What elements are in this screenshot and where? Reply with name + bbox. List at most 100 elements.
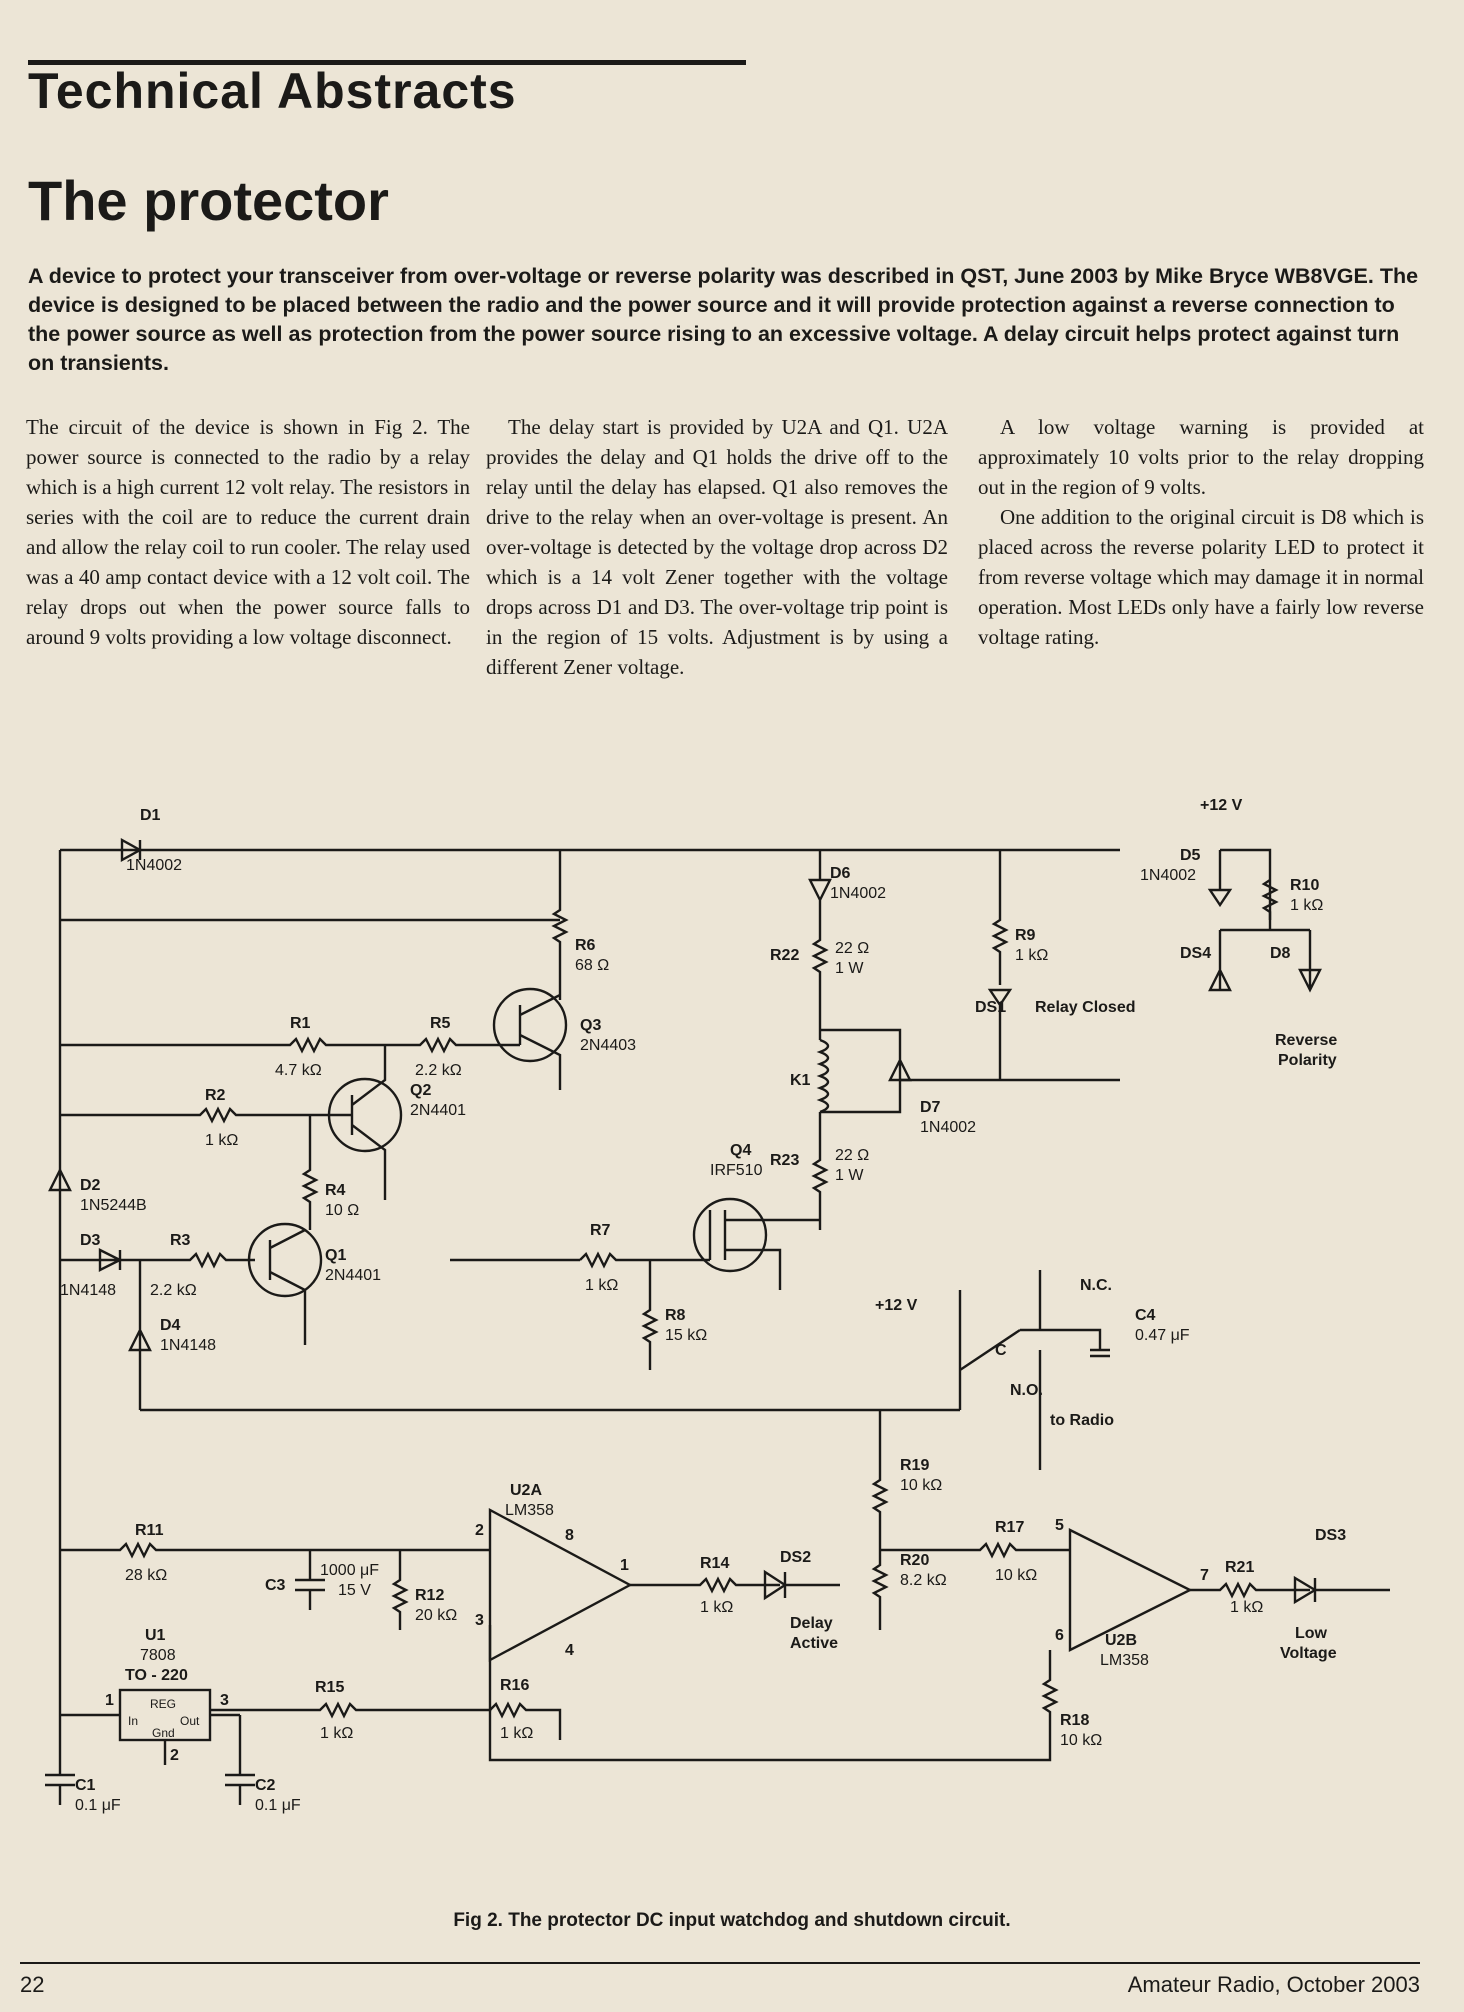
label-ds2: DS2 xyxy=(780,1549,811,1566)
label-voltage: Voltage xyxy=(1280,1645,1337,1662)
label-pin1: 1 xyxy=(620,1557,629,1574)
label-r12-value: 20 kΩ xyxy=(415,1607,457,1624)
label-ds1-text: Relay Closed xyxy=(1035,999,1135,1016)
label-reg-pin3: 3 xyxy=(220,1692,229,1709)
label-r3-value: 2.2 kΩ xyxy=(150,1282,197,1299)
label-reg-out: Out xyxy=(180,1714,200,1728)
label-r19-value: 10 kΩ xyxy=(900,1477,942,1494)
section-heading: Technical Abstracts xyxy=(28,63,517,119)
footer-rule xyxy=(20,1962,1420,1964)
article-title: The protector xyxy=(28,169,389,232)
label-d3-value: 1N4148 xyxy=(60,1282,116,1299)
label-r10-value: 1 kΩ xyxy=(1290,897,1323,914)
label-q3: Q3 xyxy=(580,1017,601,1034)
label-nc: N.C. xyxy=(1080,1277,1112,1294)
label-r2: R2 xyxy=(205,1087,226,1104)
label-c2-value: 0.1 μF xyxy=(255,1797,301,1814)
label-c3-value: 1000 μF xyxy=(320,1562,379,1579)
label-reg-pin1: 1 xyxy=(105,1692,114,1709)
label-r22: R22 xyxy=(770,947,799,964)
label-r4-value: 10 Ω xyxy=(325,1202,359,1219)
label-r8-value: 15 kΩ xyxy=(665,1327,707,1344)
column-1-text: The circuit of the device is shown in Fi… xyxy=(26,415,470,649)
label-r9: R9 xyxy=(1015,927,1036,944)
label-r4: R4 xyxy=(325,1182,346,1199)
label-d5: D5 xyxy=(1180,847,1201,864)
label-r10: R10 xyxy=(1290,877,1319,894)
label-d7-value: 1N4002 xyxy=(920,1119,976,1136)
label-ds1: DS1 xyxy=(975,999,1006,1016)
label-r14: R14 xyxy=(700,1555,729,1572)
label-r5: R5 xyxy=(430,1015,451,1032)
label-pin4: 4 xyxy=(565,1642,574,1659)
label-c4: C4 xyxy=(1135,1307,1156,1324)
label-r22-value: 22 Ω xyxy=(835,940,869,957)
header-rule xyxy=(28,60,746,65)
label-d5-value: 1N4002 xyxy=(1140,867,1196,884)
label-c2: C2 xyxy=(255,1777,276,1794)
label-ds4: DS4 xyxy=(1180,945,1211,962)
label-d7: D7 xyxy=(920,1099,941,1116)
label-d6-value: 1N4002 xyxy=(830,885,886,902)
publication-footer: Amateur Radio, October 2003 xyxy=(1127,1972,1420,1997)
label-c1: C1 xyxy=(75,1777,96,1794)
label-r17: R17 xyxy=(995,1519,1024,1536)
label-r20: R20 xyxy=(900,1552,929,1569)
page-number: 22 xyxy=(20,1972,45,1997)
label-common: C xyxy=(995,1342,1007,1359)
label-r15-value: 1 kΩ xyxy=(320,1725,353,1742)
label-r7-value: 1 kΩ xyxy=(585,1277,618,1294)
schematic-wires xyxy=(45,837,1390,1805)
label-d2: D2 xyxy=(80,1177,101,1194)
label-r2-value: 1 kΩ xyxy=(205,1132,238,1149)
label-r22-watt: 1 W xyxy=(835,960,864,977)
label-c3: C3 xyxy=(265,1577,286,1594)
label-q4: Q4 xyxy=(730,1142,751,1159)
label-r23-watt: 1 W xyxy=(835,1167,864,1184)
label-c4-value: 0.47 μF xyxy=(1135,1327,1190,1344)
column-3: A low voltage warning is provided at app… xyxy=(978,412,1424,652)
label-r19: R19 xyxy=(900,1457,929,1474)
label-r12: R12 xyxy=(415,1587,444,1604)
label-r16: R16 xyxy=(500,1677,529,1694)
label-r3: R3 xyxy=(170,1232,191,1249)
label-q2: Q2 xyxy=(410,1082,431,1099)
label-r6-value: 68 Ω xyxy=(575,957,609,974)
figure-caption: Fig 2. The protector DC input watchdog a… xyxy=(453,1910,1011,1931)
label-reg-gnd: Gnd xyxy=(152,1726,175,1740)
label-pin7: 7 xyxy=(1200,1567,1209,1584)
label-q1: Q1 xyxy=(325,1247,346,1264)
label-u2b-value: LM358 xyxy=(1100,1652,1149,1669)
label-d3: D3 xyxy=(80,1232,101,1249)
label-r23: R23 xyxy=(770,1152,799,1169)
column-2-text: The delay start is provided by U2A and Q… xyxy=(486,415,948,679)
label-pin2: 2 xyxy=(475,1522,484,1539)
label-r17-value: 10 kΩ xyxy=(995,1567,1037,1584)
label-to-radio: to Radio xyxy=(1050,1412,1114,1429)
label-ds3: DS3 xyxy=(1315,1527,1346,1544)
label-delay: Delay xyxy=(790,1615,833,1632)
label-c3-voltage: 15 V xyxy=(338,1582,371,1599)
label-r11-value: 28 kΩ xyxy=(125,1567,167,1584)
label-r8: R8 xyxy=(665,1307,686,1324)
label-u2a-value: LM358 xyxy=(505,1502,554,1519)
column-2: The delay start is provided by U2A and Q… xyxy=(486,412,948,682)
label-k1: K1 xyxy=(790,1072,811,1089)
label-r6: R6 xyxy=(575,937,596,954)
label-reverse: Reverse xyxy=(1275,1032,1337,1049)
label-pin6: 6 xyxy=(1055,1627,1064,1644)
label-d1-value: 1N4002 xyxy=(126,857,182,874)
label-d4-value: 1N4148 xyxy=(160,1337,216,1354)
label-reg-in: In xyxy=(128,1714,138,1728)
column-3-para-1: A low voltage warning is provided at app… xyxy=(978,415,1424,499)
label-pin3: 3 xyxy=(475,1612,484,1629)
label-q2-value: 2N4401 xyxy=(410,1102,466,1119)
label-pin5: 5 xyxy=(1055,1517,1064,1534)
label-r7: R7 xyxy=(590,1222,611,1239)
label-r23-value: 22 Ω xyxy=(835,1147,869,1164)
label-r11: R11 xyxy=(135,1522,164,1539)
label-c1-value: 0.1 μF xyxy=(75,1797,121,1814)
column-3-para-2: One addition to the original circuit is … xyxy=(978,505,1424,649)
label-r21-value: 1 kΩ xyxy=(1230,1599,1263,1616)
